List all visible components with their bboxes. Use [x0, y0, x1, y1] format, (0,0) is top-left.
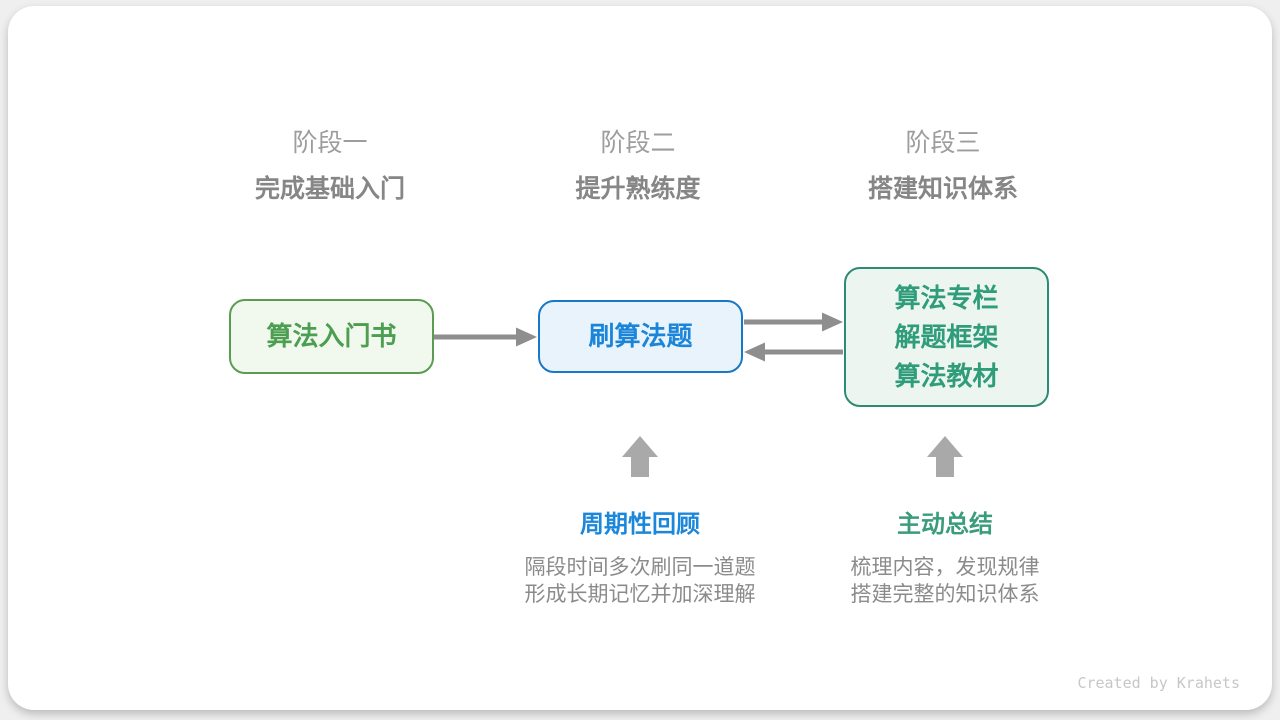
- stage-1-subtitle: 完成基础入门: [254, 175, 405, 203]
- node-practice-problems: 刷算法题: [538, 300, 743, 373]
- annotation-active-summary-desc: 梳理内容，发现规律 搭建完整的知识体系: [735, 554, 1155, 608]
- node-resources-line-2: 解题框架: [894, 321, 999, 352]
- annotation-periodic-review-desc-line-2: 形成长期记忆并加深理解: [524, 583, 756, 606]
- stage-3-subtitle: 搭建知识体系: [867, 175, 1018, 203]
- stage-3-label: 阶段三: [905, 129, 981, 157]
- annotation-active-summary-desc-line-1: 梳理内容，发现规律: [850, 556, 1040, 579]
- stage-2-header: 阶段二 提升熟练度: [468, 129, 808, 203]
- stage-2-label: 阶段二: [600, 129, 676, 157]
- annotation-active-summary: 主动总结 梳理内容，发现规律 搭建完整的知识体系: [735, 511, 1155, 608]
- node-resources-line-1: 算法专栏: [894, 282, 999, 313]
- node-algorithm-intro-book: 算法入门书: [229, 299, 434, 374]
- stage-1-header: 阶段一 完成基础入门: [160, 129, 500, 203]
- annotation-periodic-review-desc-line-1: 隔段时间多次刷同一道题: [524, 556, 756, 579]
- stage-2-subtitle: 提升熟练度: [575, 175, 701, 203]
- stage-3-header: 阶段三 搭建知识体系: [773, 129, 1113, 203]
- annotation-active-summary-title: 主动总结: [897, 511, 993, 538]
- credit-text: Created by Krahets: [1077, 674, 1240, 692]
- node-practice-problems-label: 刷算法题: [588, 321, 693, 351]
- node-knowledge-resources: 算法专栏 解题框架 算法教材: [844, 267, 1049, 407]
- annotation-periodic-review: 周期性回顾 隔段时间多次刷同一道题 形成长期记忆并加深理解: [430, 511, 850, 608]
- annotation-active-summary-desc-line-2: 搭建完整的知识体系: [850, 583, 1040, 606]
- stage-1-label: 阶段一: [292, 129, 368, 157]
- node-algorithm-intro-book-label: 算法入门书: [266, 321, 397, 351]
- node-resources-line-3: 算法教材: [894, 360, 999, 391]
- annotation-periodic-review-desc: 隔段时间多次刷同一道题 形成长期记忆并加深理解: [430, 554, 850, 608]
- annotation-periodic-review-title: 周期性回顾: [580, 511, 700, 538]
